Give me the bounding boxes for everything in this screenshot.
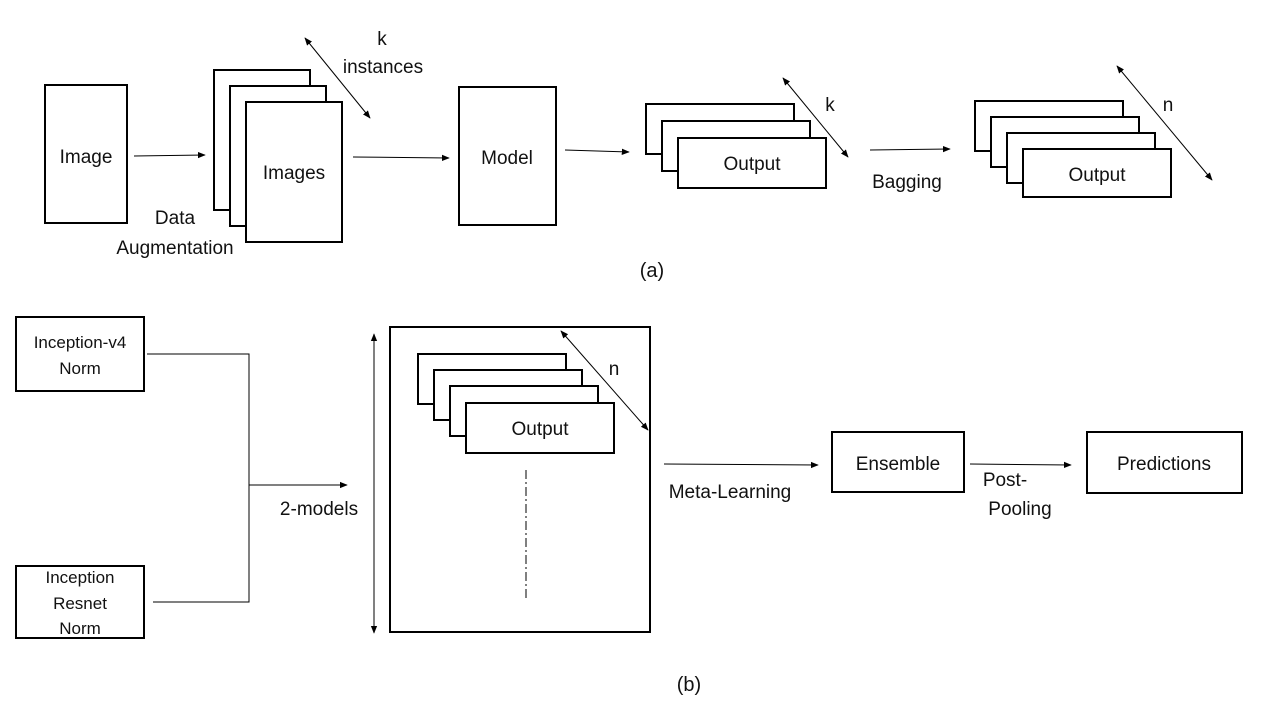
n-double-arrow-b	[560, 330, 649, 431]
predictions-label: Predictions	[1117, 454, 1211, 475]
model-outputs-stack: Output	[645, 103, 827, 189]
arrow-bagging	[869, 145, 951, 153]
output-label-a1: Output	[723, 154, 781, 175]
caption-b: (b)	[677, 674, 701, 696]
bagging-label: Bagging	[872, 172, 942, 193]
image-box: Image	[44, 84, 128, 224]
n-double-arrow-a	[1116, 65, 1213, 181]
k-instances-line1: k	[377, 29, 387, 50]
data-augmentation-line1: Data	[155, 208, 196, 229]
bagged-outputs-stack: Output	[974, 100, 1172, 198]
post-pooling-line1: Post-	[983, 470, 1027, 491]
n-label-b: n	[609, 359, 620, 380]
arrow-image-to-augmentation	[133, 151, 206, 159]
output-label-a2: Output	[1068, 165, 1126, 186]
n-label-a: n	[1163, 95, 1174, 116]
part-a: Image Images Data Augmentation k instanc…	[44, 29, 1213, 282]
k-label: k	[825, 95, 835, 116]
arrow-images-to-model	[352, 154, 450, 162]
meta-learning-label: Meta-Learning	[669, 482, 792, 503]
caption-a: (a)	[640, 260, 664, 282]
inception-resnet-line2: Resnet	[53, 594, 107, 613]
image-label: Image	[60, 147, 113, 168]
inception-resnet-box: Inception Resnet Norm	[15, 565, 145, 639]
output-label-b: Output	[511, 419, 569, 440]
inception-v4-box: Inception-v4 Norm	[15, 316, 145, 392]
k-instances-line2: instances	[343, 57, 423, 78]
k-instances-double-arrow	[304, 37, 371, 119]
arrow-model-to-outputs	[564, 148, 630, 155]
inception-resnet-line3: Norm	[59, 619, 101, 638]
ensemble-label: Ensemble	[856, 454, 941, 475]
ensemble-box: Ensemble	[831, 431, 965, 493]
inception-v4-line1: Inception-v4	[34, 333, 127, 352]
augmented-images-stack: Images	[213, 69, 343, 243]
two-models-label: 2-models	[280, 499, 358, 520]
inception-v4-line2: Norm	[59, 359, 101, 378]
post-pooling-line2: Pooling	[988, 499, 1051, 520]
images-label: Images	[263, 163, 325, 184]
part-b: Inception-v4 Norm Inception Resnet Norm …	[15, 316, 1243, 696]
arrow-meta-learning	[663, 461, 819, 469]
model-label: Model	[481, 148, 533, 169]
k-double-arrow	[782, 77, 849, 158]
model-box: Model	[458, 86, 557, 226]
arrow-post-pooling	[969, 461, 1072, 469]
inception-resnet-line1: Inception	[46, 568, 115, 587]
predictions-box: Predictions	[1086, 431, 1243, 494]
data-augmentation-line2: Augmentation	[116, 238, 233, 259]
models-merge-bracket	[147, 353, 250, 603]
